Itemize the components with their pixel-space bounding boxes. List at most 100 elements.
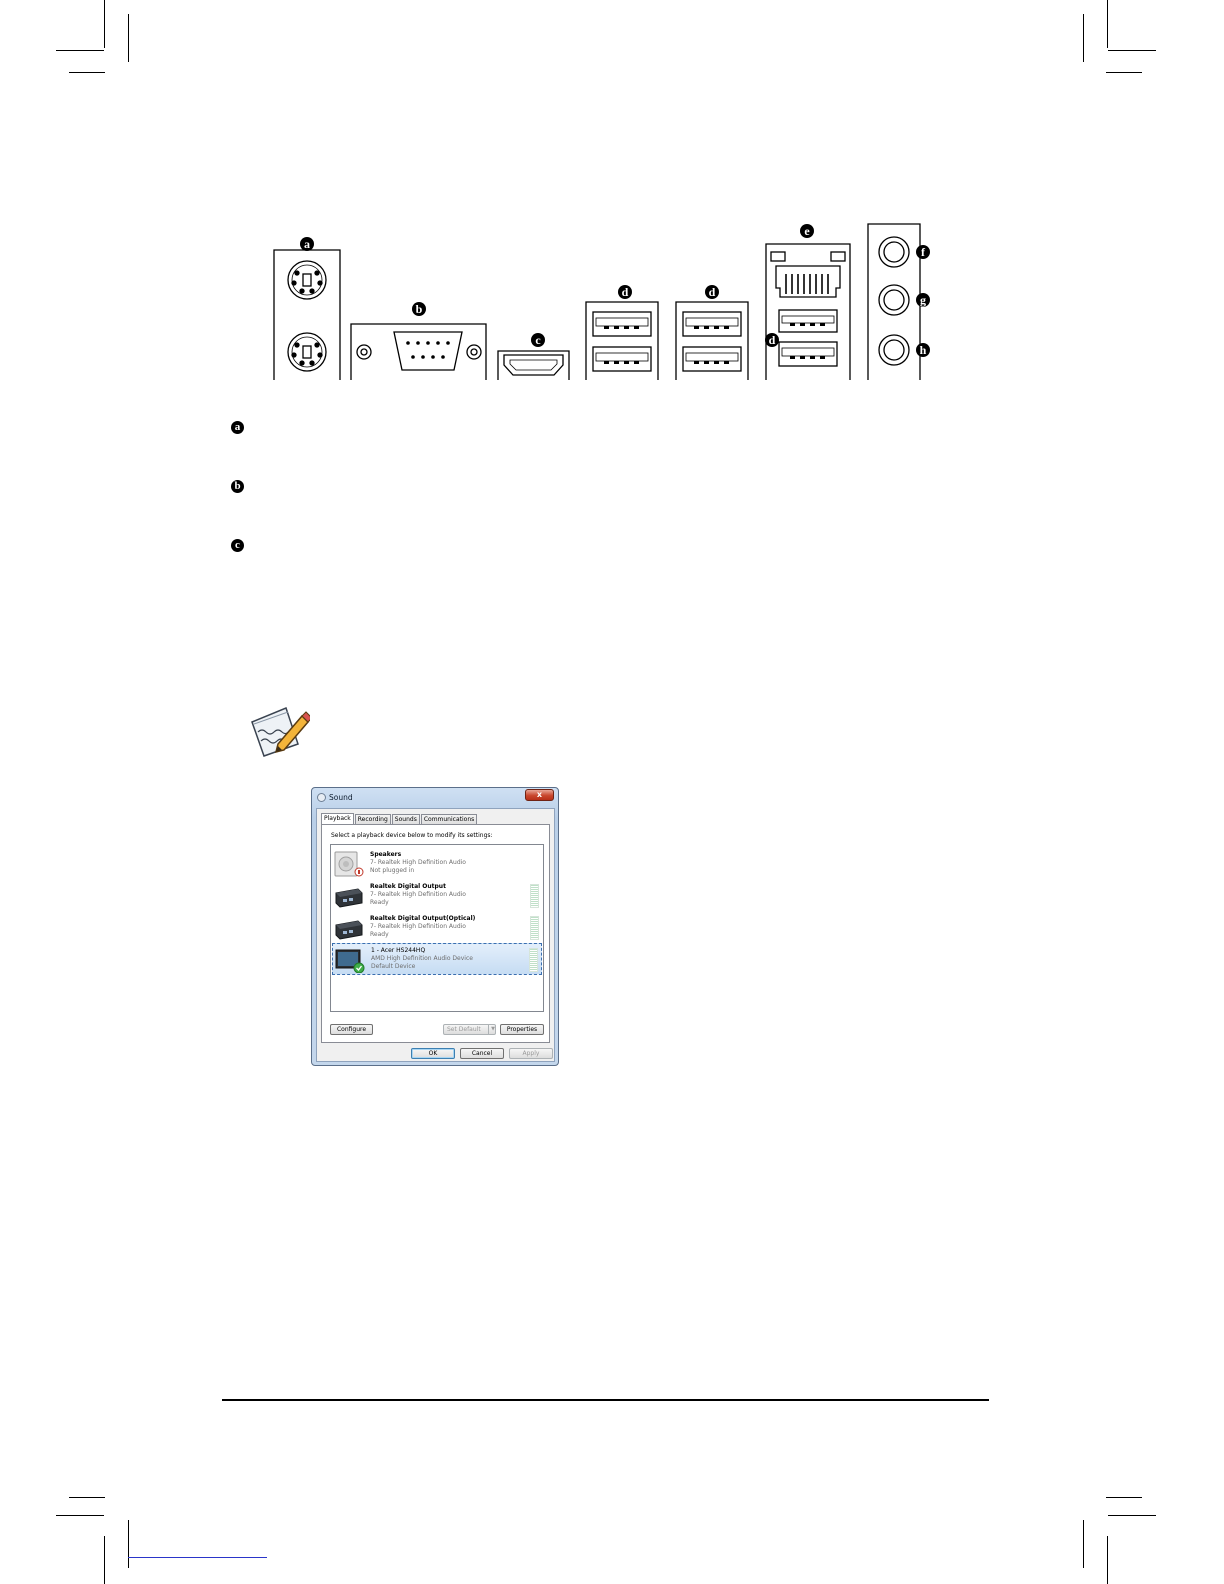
dialog-title: Sound [329, 793, 353, 802]
device-status: Ready [370, 930, 389, 938]
configure-button[interactable]: Configure [330, 1024, 373, 1035]
device-driver: 7- Realtek High Definition Audio [370, 922, 466, 930]
crop-mark [1106, 1497, 1142, 1498]
device-status: Default Device [371, 962, 416, 970]
svg-text:c: c [535, 333, 541, 347]
tab-strip: Playback Recording Sounds Communications [321, 813, 478, 825]
legend-bullet-c: c [231, 539, 244, 552]
svg-text:g: g [920, 293, 926, 307]
ps2-mouse-port [287, 332, 327, 372]
crop-mark [104, 0, 105, 48]
properties-button[interactable]: Properties [500, 1024, 544, 1035]
legend-bullet-b: b [231, 480, 244, 493]
marker-d: d [765, 333, 779, 347]
monitor-icon [335, 949, 365, 973]
crop-mark [128, 14, 129, 62]
crop-mark [104, 1536, 105, 1584]
device-name: Realtek Digital Output(Optical) [370, 915, 476, 922]
usb-port [585, 301, 659, 380]
svg-text:b: b [416, 302, 423, 316]
svg-text:d: d [709, 285, 716, 299]
level-meter [529, 948, 538, 972]
device-driver: AMD High Definition Audio Device [371, 954, 473, 962]
marker-b: b [412, 302, 426, 316]
digital-output-icon [335, 888, 363, 908]
device-status: Ready [370, 898, 389, 906]
svg-text:f: f [921, 245, 926, 259]
marker-d: d [705, 285, 719, 299]
device-text: Realtek Digital Output(Optical) 7- Realt… [370, 915, 475, 938]
list-item[interactable]: Realtek Digital Output 7- Realtek High D… [332, 880, 542, 912]
crop-mark [128, 1520, 129, 1568]
device-name: 1 - Acer HS244HQ [371, 947, 426, 954]
device-driver: 7- Realtek High Definition Audio [370, 890, 466, 898]
tab-playback[interactable]: Playback [321, 813, 354, 825]
apply-button[interactable]: Apply [509, 1048, 553, 1059]
svg-text:d: d [622, 285, 629, 299]
marker-c: c [531, 333, 545, 347]
crop-mark [1107, 0, 1108, 48]
svg-text:e: e [804, 224, 810, 238]
crop-mark [69, 72, 105, 73]
device-name: Realtek Digital Output [370, 883, 446, 890]
hdmi-port [497, 350, 570, 380]
usb-port [778, 309, 838, 367]
device-name: Speakers [370, 851, 402, 858]
marker-e: e [800, 224, 814, 238]
tab-sounds[interactable]: Sounds [391, 814, 420, 825]
crop-mark [1083, 14, 1084, 62]
level-meter [530, 884, 539, 908]
chevron-down-icon[interactable]: ▼ [488, 1025, 497, 1034]
level-meter [530, 916, 539, 940]
playback-panel: Select a playback device below to modify… [321, 824, 550, 1043]
set-default-button[interactable]: Set Default ▼ [443, 1024, 496, 1035]
crop-mark [69, 1497, 105, 1498]
dialog-titlebar: Sound x [312, 788, 558, 808]
list-item[interactable]: Realtek Digital Output(Optical) 7- Realt… [332, 912, 542, 944]
crop-mark [1108, 50, 1156, 51]
marker-d: d [618, 285, 632, 299]
device-text: Realtek Digital Output 7- Realtek High D… [370, 883, 466, 906]
tab-communications[interactable]: Communications [420, 814, 478, 825]
marker-a: a [300, 237, 314, 251]
instruction-text: Select a playback device below to modify… [331, 832, 493, 839]
footer-rule [222, 1399, 989, 1401]
usb-port [675, 301, 749, 380]
crop-mark [56, 50, 104, 51]
cancel-button[interactable]: Cancel [460, 1048, 504, 1059]
sound-app-icon [317, 793, 326, 802]
list-item-selected[interactable]: 1 - Acer HS244HQ AMD High Definition Aud… [332, 943, 542, 975]
ps2-keyboard-port [273, 249, 341, 380]
set-default-label: Set Default [447, 1026, 481, 1033]
lan-port [765, 243, 851, 380]
audio-jack [867, 223, 921, 380]
crop-mark [1106, 72, 1142, 73]
speaker-icon [334, 851, 364, 877]
ok-button[interactable]: OK [411, 1048, 455, 1059]
crop-mark [1083, 1520, 1084, 1568]
bottom-link-underline [128, 1557, 267, 1558]
serial-port [350, 323, 487, 380]
crop-mark [1107, 1536, 1108, 1584]
list-item[interactable]: Speakers 7- Realtek High Definition Audi… [332, 848, 542, 880]
sound-dialog: Sound x Playback Recording Sounds Commun… [311, 787, 559, 1066]
marker-f: f [916, 245, 930, 259]
crop-mark [1108, 1515, 1156, 1516]
dialog-client-area: Playback Recording Sounds Communications… [316, 808, 555, 1062]
device-text: 1 - Acer HS244HQ AMD High Definition Aud… [371, 947, 473, 970]
device-text: Speakers 7- Realtek High Definition Audi… [370, 851, 466, 874]
note-pencil-icon [251, 707, 310, 757]
svg-text:h: h [920, 343, 927, 357]
back-panel-diagram: a b c d d d e f g h [273, 223, 930, 380]
close-button[interactable]: x [525, 789, 554, 801]
digital-output-icon [335, 920, 363, 940]
marker-h: h [916, 343, 930, 357]
tab-recording[interactable]: Recording [354, 814, 391, 825]
device-status: Not plugged in [370, 866, 415, 874]
marker-g: g [916, 293, 930, 307]
device-driver: 7- Realtek High Definition Audio [370, 858, 466, 866]
crop-mark [56, 1515, 104, 1516]
legend-bullet-a: a [231, 421, 244, 434]
svg-text:d: d [769, 333, 776, 347]
device-list[interactable]: Speakers 7- Realtek High Definition Audi… [330, 844, 544, 1012]
